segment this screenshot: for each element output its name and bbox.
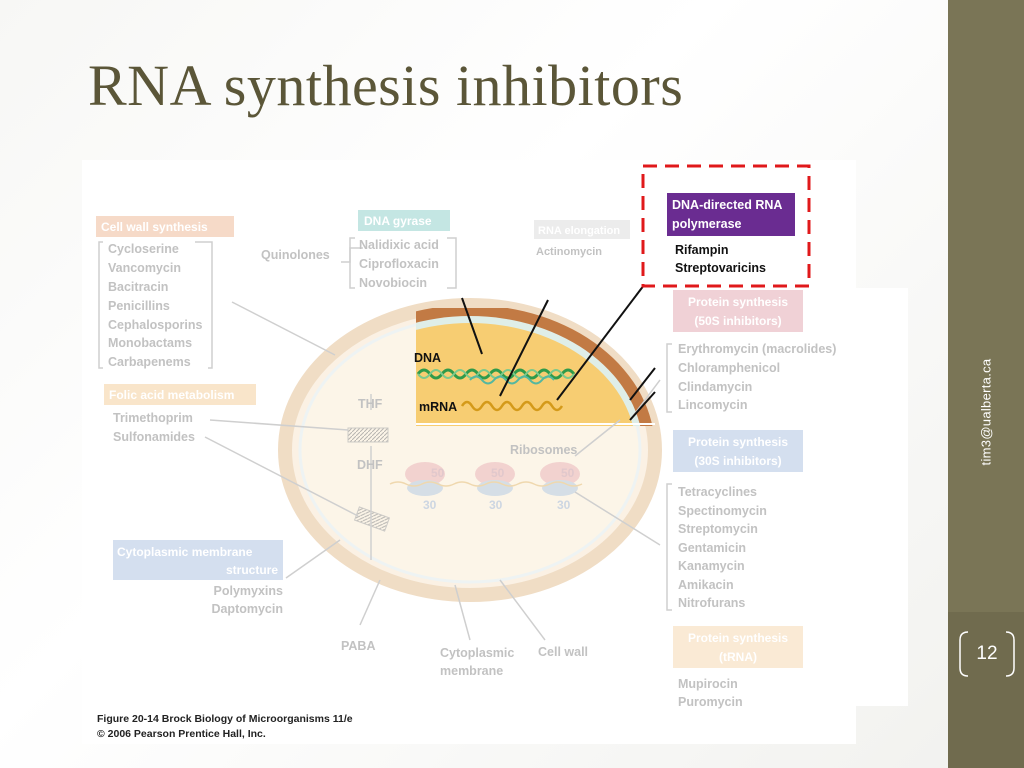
rna-elongation-label-box xyxy=(534,220,630,239)
membrane-drug: Polymyxins xyxy=(214,584,284,598)
ribosomes-label: Ribosomes xyxy=(510,443,577,457)
dna-gyrase-label: DNA gyrase xyxy=(364,214,432,228)
dna-strand xyxy=(416,368,576,380)
protein-50s-drug: Clindamycin xyxy=(678,380,752,394)
protein-30s-drug: Kanamycin xyxy=(678,559,745,573)
membrane-label-box xyxy=(113,540,283,580)
protein-50s-label-line2: (50S inhibitors) xyxy=(694,314,781,328)
membrane-label-line2: structure xyxy=(226,563,278,577)
protein-50s-drug: Chloramphenicol xyxy=(678,361,780,375)
protein-30s-drug: Streptomycin xyxy=(678,522,758,536)
dna-gyrase-drug: Ciprofloxacin xyxy=(359,257,439,271)
rna-elongation-drug: Actinomycin xyxy=(536,246,602,258)
subunit-50-label: 50 xyxy=(491,466,505,480)
connector-lines xyxy=(204,247,661,641)
folic-acid-label: Folic acid metabolism xyxy=(109,388,234,402)
cell-wall-drug: Monobactams xyxy=(108,336,192,350)
page-number-bracket xyxy=(959,631,1015,677)
dna-gyrase-drug: Novobiocin xyxy=(359,276,427,290)
cell-wall-drug: Vancomycin xyxy=(108,261,181,275)
subunit-30-label: 30 xyxy=(557,498,571,512)
rna-polymerase-drug: Streptovaricins xyxy=(675,261,766,275)
cell-wall-drug: Cephalosporins xyxy=(108,318,203,332)
caption-line: Figure 20-14 Brock Biology of Microorgan… xyxy=(97,713,353,725)
subunit-50-label: 50 xyxy=(561,466,575,480)
protein-30s-drug: Gentamicin xyxy=(678,541,746,555)
membrane-label-line1: Cytoplasmic membrane xyxy=(117,545,253,559)
protein-30s-label-box xyxy=(673,430,803,472)
subunit-30-label: 30 xyxy=(489,498,503,512)
protein-50s-label-line1: Protein synthesis xyxy=(688,295,788,309)
figure-caption: Figure 20-14 Brock Biology of Microorgan… xyxy=(97,712,353,742)
protein-trna-label-line1: Protein synthesis xyxy=(688,631,788,645)
cell-wall-structure-label: Cell wall xyxy=(538,645,588,659)
cell-wall-label: Cell wall synthesis xyxy=(101,220,208,234)
dna-strand-2 xyxy=(469,375,555,385)
rna-polymerase-label-line2: polymerase xyxy=(672,217,742,231)
protein-50s-label-box xyxy=(673,290,803,332)
dna-gyrase-label-box xyxy=(358,210,450,231)
protein-trna-drug: Puromycin xyxy=(678,695,743,709)
protein-30s-drug: Amikacin xyxy=(678,578,734,592)
page-number: 12 xyxy=(976,643,998,664)
protein-trna-drug: Mupirocin xyxy=(678,677,738,691)
membrane-drug: Daptomycin xyxy=(211,602,283,616)
folic-acid-drug: Sulfonamides xyxy=(113,430,195,444)
protein-50s-drug: Erythromycin (macrolides) xyxy=(678,342,836,356)
protein-trna-label-line2: (tRNA) xyxy=(719,650,757,664)
rna-polymerase-label-box xyxy=(667,193,795,236)
dna-label: DNA xyxy=(414,351,441,365)
protein-30s-drug: Spectinomycin xyxy=(678,504,767,518)
paba-label: PABA xyxy=(341,639,376,653)
subunit-30-label: 30 xyxy=(423,498,437,512)
protein-50s-drug: Lincomycin xyxy=(678,398,747,412)
protein-30s-drug: Nitrofurans xyxy=(678,596,745,610)
folic-acid-label-box xyxy=(104,384,256,405)
protein-30s-label-line1: Protein synthesis xyxy=(688,435,788,449)
dhf-label: DHF xyxy=(357,458,383,472)
cell-wall-drug: Carbapenems xyxy=(108,355,191,369)
dna-gyrase-drug: Nalidixic acid xyxy=(359,238,439,252)
cytoplasmic-membrane-label-line2: membrane xyxy=(440,664,503,678)
cytoplasmic-membrane-label-line1: Cytoplasmic xyxy=(440,646,514,660)
caption-line: © 2006 Pearson Prentice Hall, Inc. xyxy=(97,728,266,740)
membrane-transporter xyxy=(353,506,391,532)
rna-polymerase-label-line1: DNA-directed RNA xyxy=(672,198,782,212)
folic-acid-drug: Trimethoprim xyxy=(113,411,193,425)
rna-polymerase-drug: Rifampin xyxy=(675,243,728,257)
figure-right-strip xyxy=(856,288,908,706)
group-brackets xyxy=(98,237,672,611)
cell-wall-drug: Penicillins xyxy=(108,299,170,313)
folate-transporter xyxy=(347,427,389,443)
quinolones-label: Quinolones xyxy=(261,248,330,262)
thf-label: THF xyxy=(358,397,383,411)
protein-30s-drug: Tetracyclines xyxy=(678,485,757,499)
subunit-50-label: 50 xyxy=(431,466,445,480)
mrna-label: mRNA xyxy=(419,400,457,414)
slide-title: RNA synthesis inhibitors xyxy=(88,53,684,118)
protein-30s-label-line2: (30S inhibitors) xyxy=(694,454,781,468)
mrna-strand xyxy=(460,400,564,412)
cell-wall-drug: Bacitracin xyxy=(108,280,168,294)
protein-trna-label-box xyxy=(673,626,803,668)
ribosomes xyxy=(389,462,583,496)
rna-elongation-label: RNA elongation xyxy=(538,225,620,237)
cell-wall-drug: Cycloserine xyxy=(108,242,179,256)
cell-wall-label-box xyxy=(96,216,234,237)
